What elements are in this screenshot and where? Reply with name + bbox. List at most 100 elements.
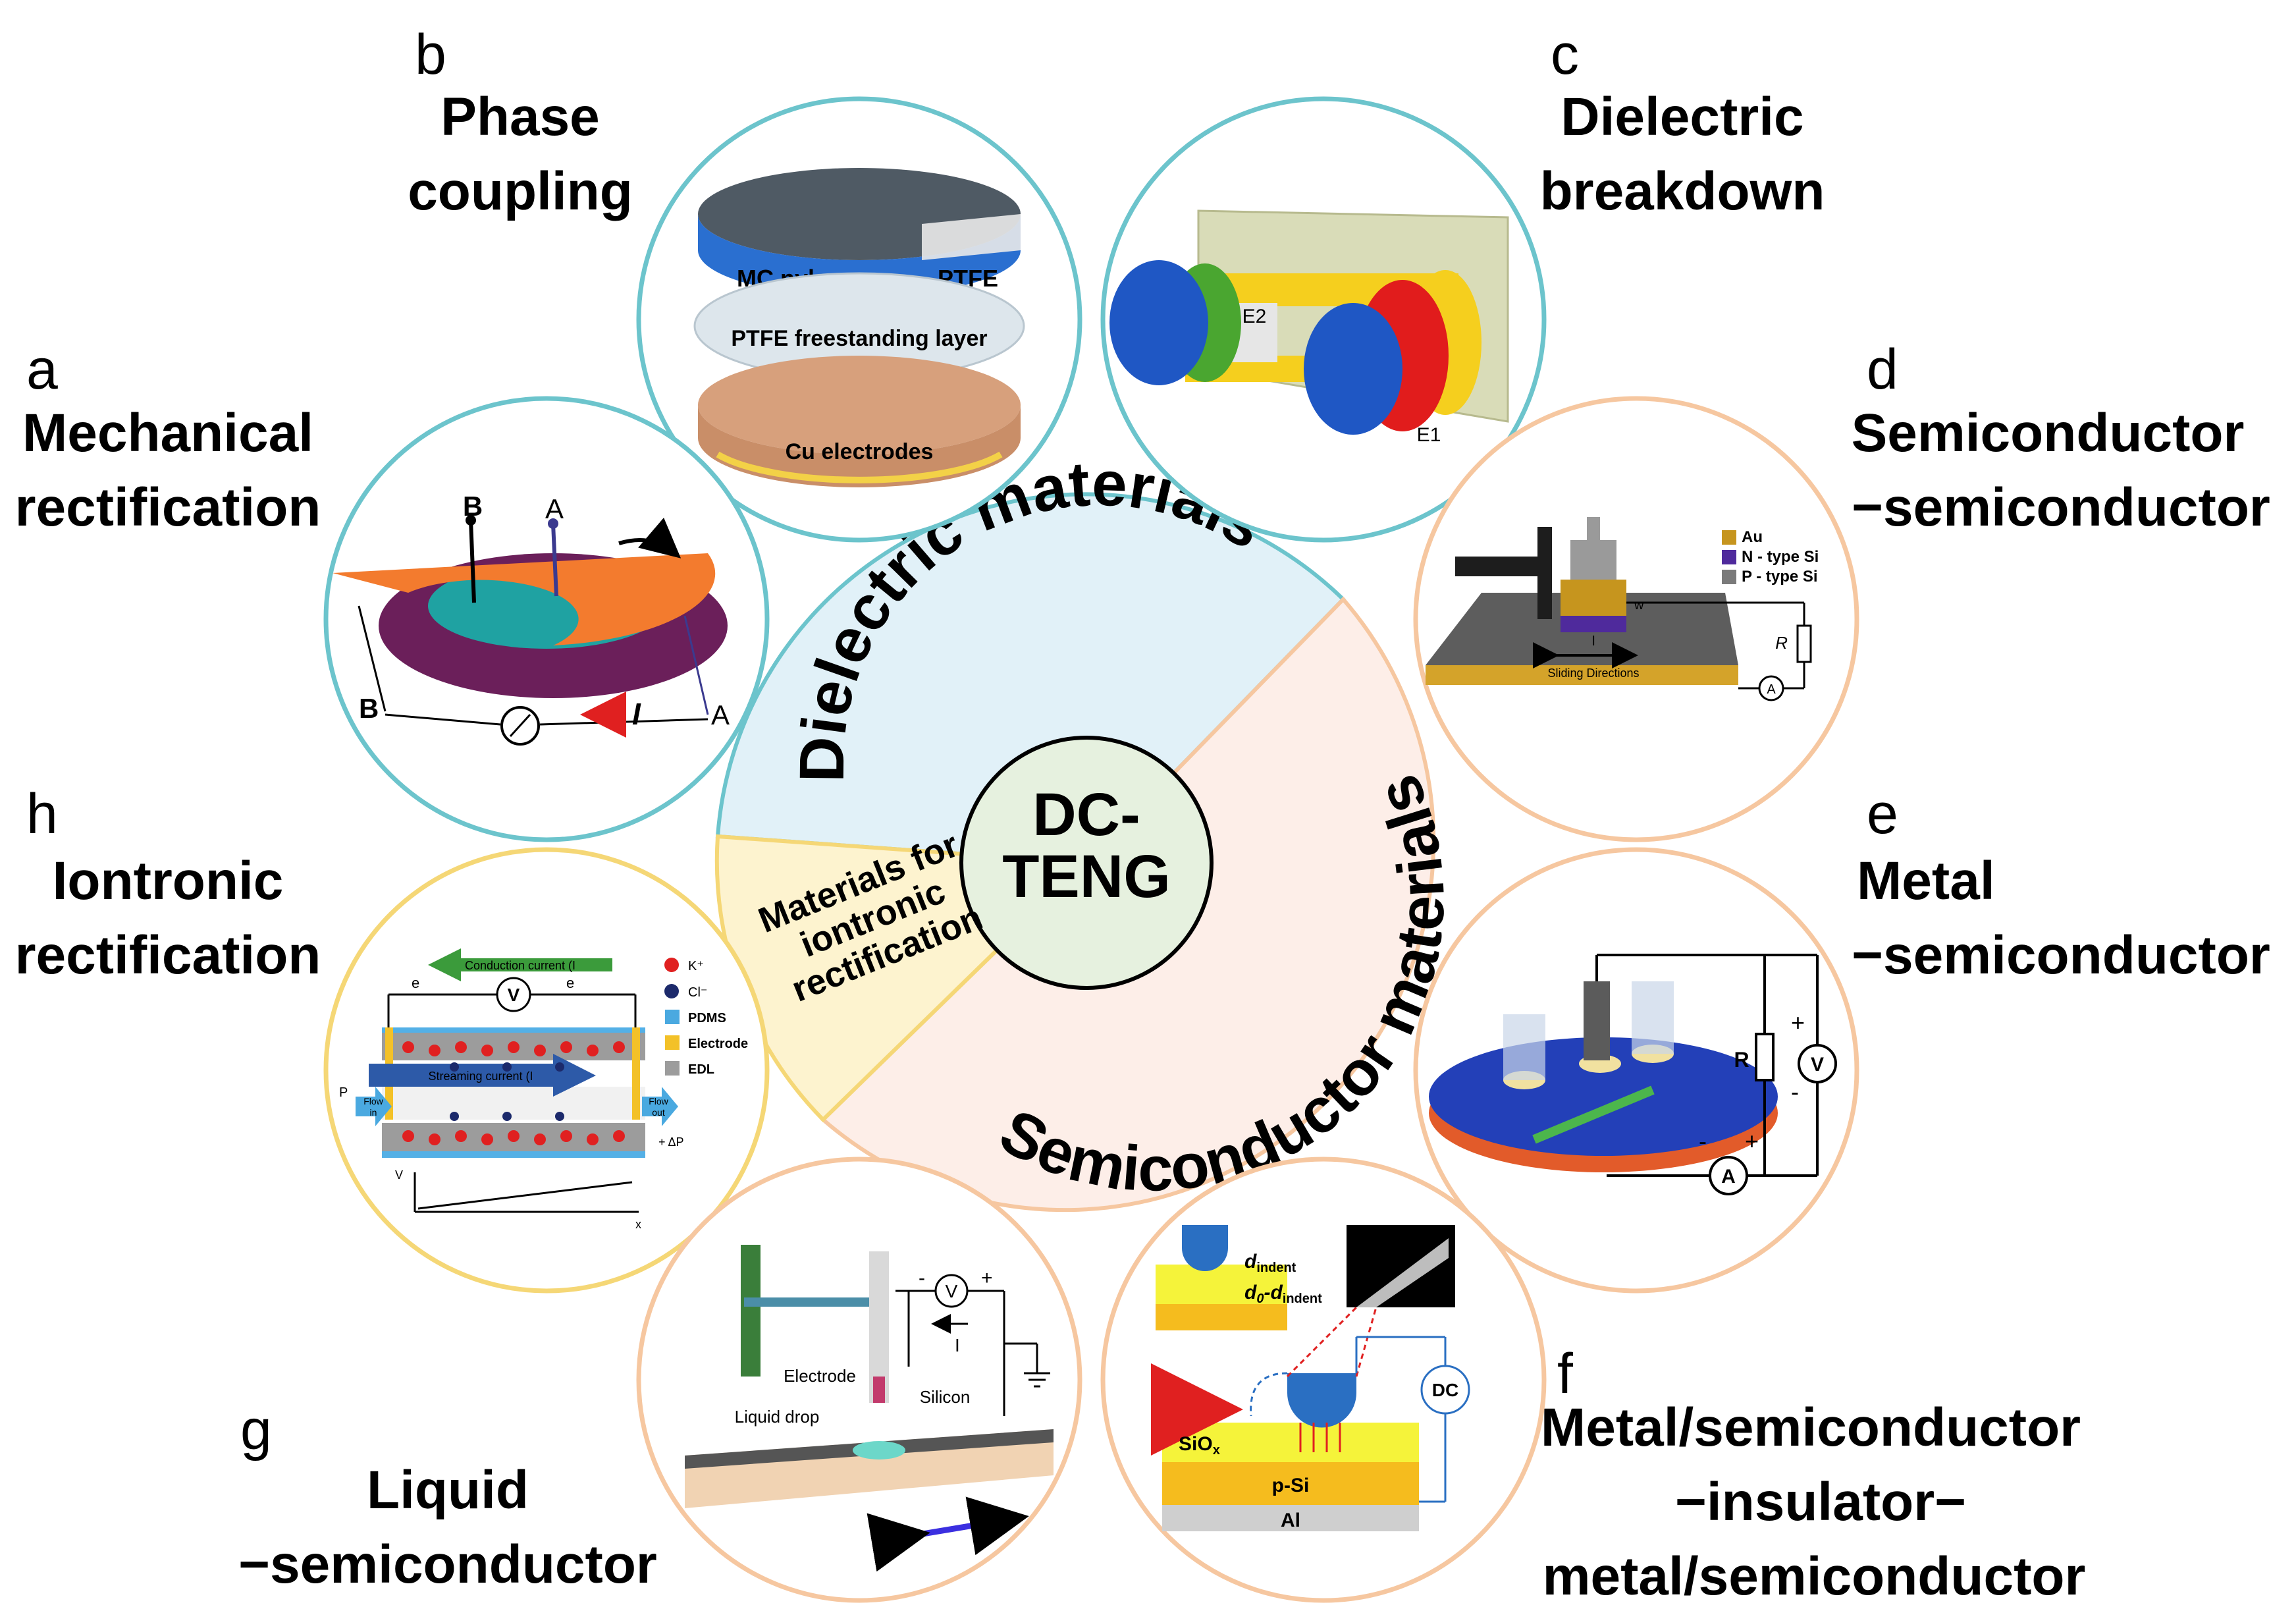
panel-h-title-line1: Iontronic: [53, 851, 284, 911]
flow-out-label-2: out: [652, 1107, 665, 1118]
panel-b-title-line1: Phase: [441, 87, 600, 147]
v-label: V: [946, 1281, 958, 1301]
panel-f-letter: f: [1557, 1342, 1574, 1405]
plus-label: +: [981, 1267, 993, 1289]
panel-g: g Liquid −semiconductor V - + I Electrod…: [238, 1157, 1082, 1603]
al-label: Al: [1281, 1510, 1300, 1531]
minus-2: -: [1699, 1128, 1707, 1155]
legend-pdms: PDMS: [688, 1011, 726, 1025]
panel-d-title-line2: −semiconductor: [1852, 477, 2270, 537]
panel-c-title-line1: Dielectric: [1561, 87, 1803, 147]
mc-nylon-band: [698, 214, 1021, 296]
l-label: l: [1592, 634, 1595, 649]
panel-d: d Semiconductor −semiconductor Sliding D…: [1413, 338, 2270, 842]
panel-g-letter: g: [240, 1398, 272, 1461]
panel-g-circle: [636, 1157, 1082, 1603]
panel-f-title-line2: −insulator−: [1675, 1472, 1966, 1532]
conduction-current-label: Conduction current (I: [465, 959, 575, 972]
support-rod: [741, 1245, 761, 1377]
al-layer: [1162, 1505, 1419, 1531]
legend-au: Au: [1742, 528, 1763, 546]
dc-label: DC: [1432, 1380, 1458, 1400]
plus-1: +: [1791, 1009, 1805, 1036]
panel-f-title-line1: Metal/semiconductor: [1541, 1398, 2081, 1458]
minus-label: -: [919, 1267, 925, 1289]
afm-tip: [1287, 1373, 1356, 1428]
freestanding-label: PTFE freestanding layer: [731, 326, 987, 351]
d0-label: d0-dindent: [1244, 1282, 1322, 1306]
panel-e-title-line1: Metal: [1857, 851, 1995, 911]
charge-dipoles: [1299, 1423, 1341, 1452]
x-axis-label: x: [635, 1218, 641, 1231]
legend-k: K⁺: [688, 959, 704, 973]
flow-in-label-2: in: [370, 1107, 377, 1118]
p-si-layer: [1162, 1462, 1419, 1505]
panel-d-title-line1: Semiconductor: [1852, 403, 2245, 463]
panel-h-title-line2: rectification: [15, 925, 321, 985]
e2-label: E2: [1242, 306, 1267, 327]
voltmeter-icon: [1798, 1044, 1837, 1083]
legend-p-si: P - type Si: [1742, 568, 1818, 586]
r-label: R: [1734, 1048, 1749, 1072]
panel-e: e Metal −semiconductor R V + - A - +: [1413, 782, 2270, 1294]
p0dp-label: + ΔP: [658, 1135, 684, 1149]
a-label: A: [1721, 1166, 1736, 1187]
label-b-bottom: B: [359, 693, 379, 724]
legend-cl: Cl⁻: [688, 985, 707, 1000]
plus-2: +: [1745, 1128, 1759, 1155]
panel-f: f Metal/semiconductor −insulator− metal/…: [1100, 1157, 2086, 1606]
cu-electrodes-label: Cu electrodes: [786, 439, 934, 464]
orange-rotor: [333, 553, 716, 645]
label-b-top: B: [463, 491, 483, 522]
r-label: R: [1775, 633, 1788, 653]
panel-e-letter: e: [1867, 782, 1898, 846]
panel-c: c Dielectric breakdown E2 E1: [1100, 23, 1825, 543]
ammeter-icon: [1709, 1156, 1748, 1195]
p-si-label: p-Si: [1272, 1475, 1310, 1496]
liquid-drop: [853, 1441, 905, 1459]
cl-ions: [450, 1062, 564, 1121]
panel-f-title-line3: metal/semiconductor: [1543, 1546, 2086, 1606]
amp-label: A: [1767, 682, 1776, 697]
panel-h: h Iontronic rectification Conduction cur…: [15, 782, 770, 1294]
current-label: I: [632, 697, 641, 731]
legend-electrode: Electrode: [688, 1037, 748, 1051]
p0-label: P: [339, 1085, 348, 1100]
sliding-directions-label: Sliding Directions: [1547, 667, 1639, 680]
voltmeter-icon: [496, 977, 531, 1012]
electrode-label: Electrode: [784, 1366, 856, 1386]
panel-h-letter: h: [26, 782, 58, 846]
panel-b-letter: b: [415, 23, 446, 86]
legend-n-si: N - type Si: [1742, 548, 1819, 566]
ammeter-icon: [1758, 675, 1784, 701]
panel-c-letter: c: [1551, 23, 1579, 86]
minus-1: -: [1791, 1078, 1799, 1105]
w-label: w: [1634, 598, 1644, 613]
v-label: V: [508, 985, 520, 1005]
siox-label: SiOx: [1179, 1433, 1220, 1458]
e-left-label: e: [412, 975, 419, 991]
weight: [1570, 540, 1616, 580]
center-circle: [959, 736, 1214, 990]
panel-c-title-line2: breakdown: [1540, 161, 1825, 221]
silicon-label: Silicon: [920, 1387, 971, 1407]
afm-tip-inset: [1347, 1225, 1455, 1307]
k-ions: [402, 1041, 625, 1145]
right-roller: [1304, 303, 1402, 435]
au-block: [1561, 580, 1626, 619]
label-a-bottom: A: [711, 699, 730, 730]
left-roller: [1109, 260, 1208, 385]
panel-a-title-line2: rectification: [15, 477, 321, 537]
label-a-top: A: [545, 493, 564, 524]
dc-meter-icon: [1420, 1365, 1470, 1415]
flow-in-label: Flow: [363, 1096, 383, 1106]
panel-b-title-line2: coupling: [408, 161, 633, 221]
panel-g-title-line1: Liquid: [367, 1460, 529, 1520]
legend-edl: EDL: [688, 1062, 714, 1077]
vstr-label: V: [395, 1168, 403, 1182]
d-indent-label: dindent: [1244, 1251, 1296, 1275]
streaming-current-label: Streaming current (I: [428, 1070, 533, 1083]
panel-b: b Phase coupling MC nylon PTFE PTFE free…: [408, 23, 1082, 543]
